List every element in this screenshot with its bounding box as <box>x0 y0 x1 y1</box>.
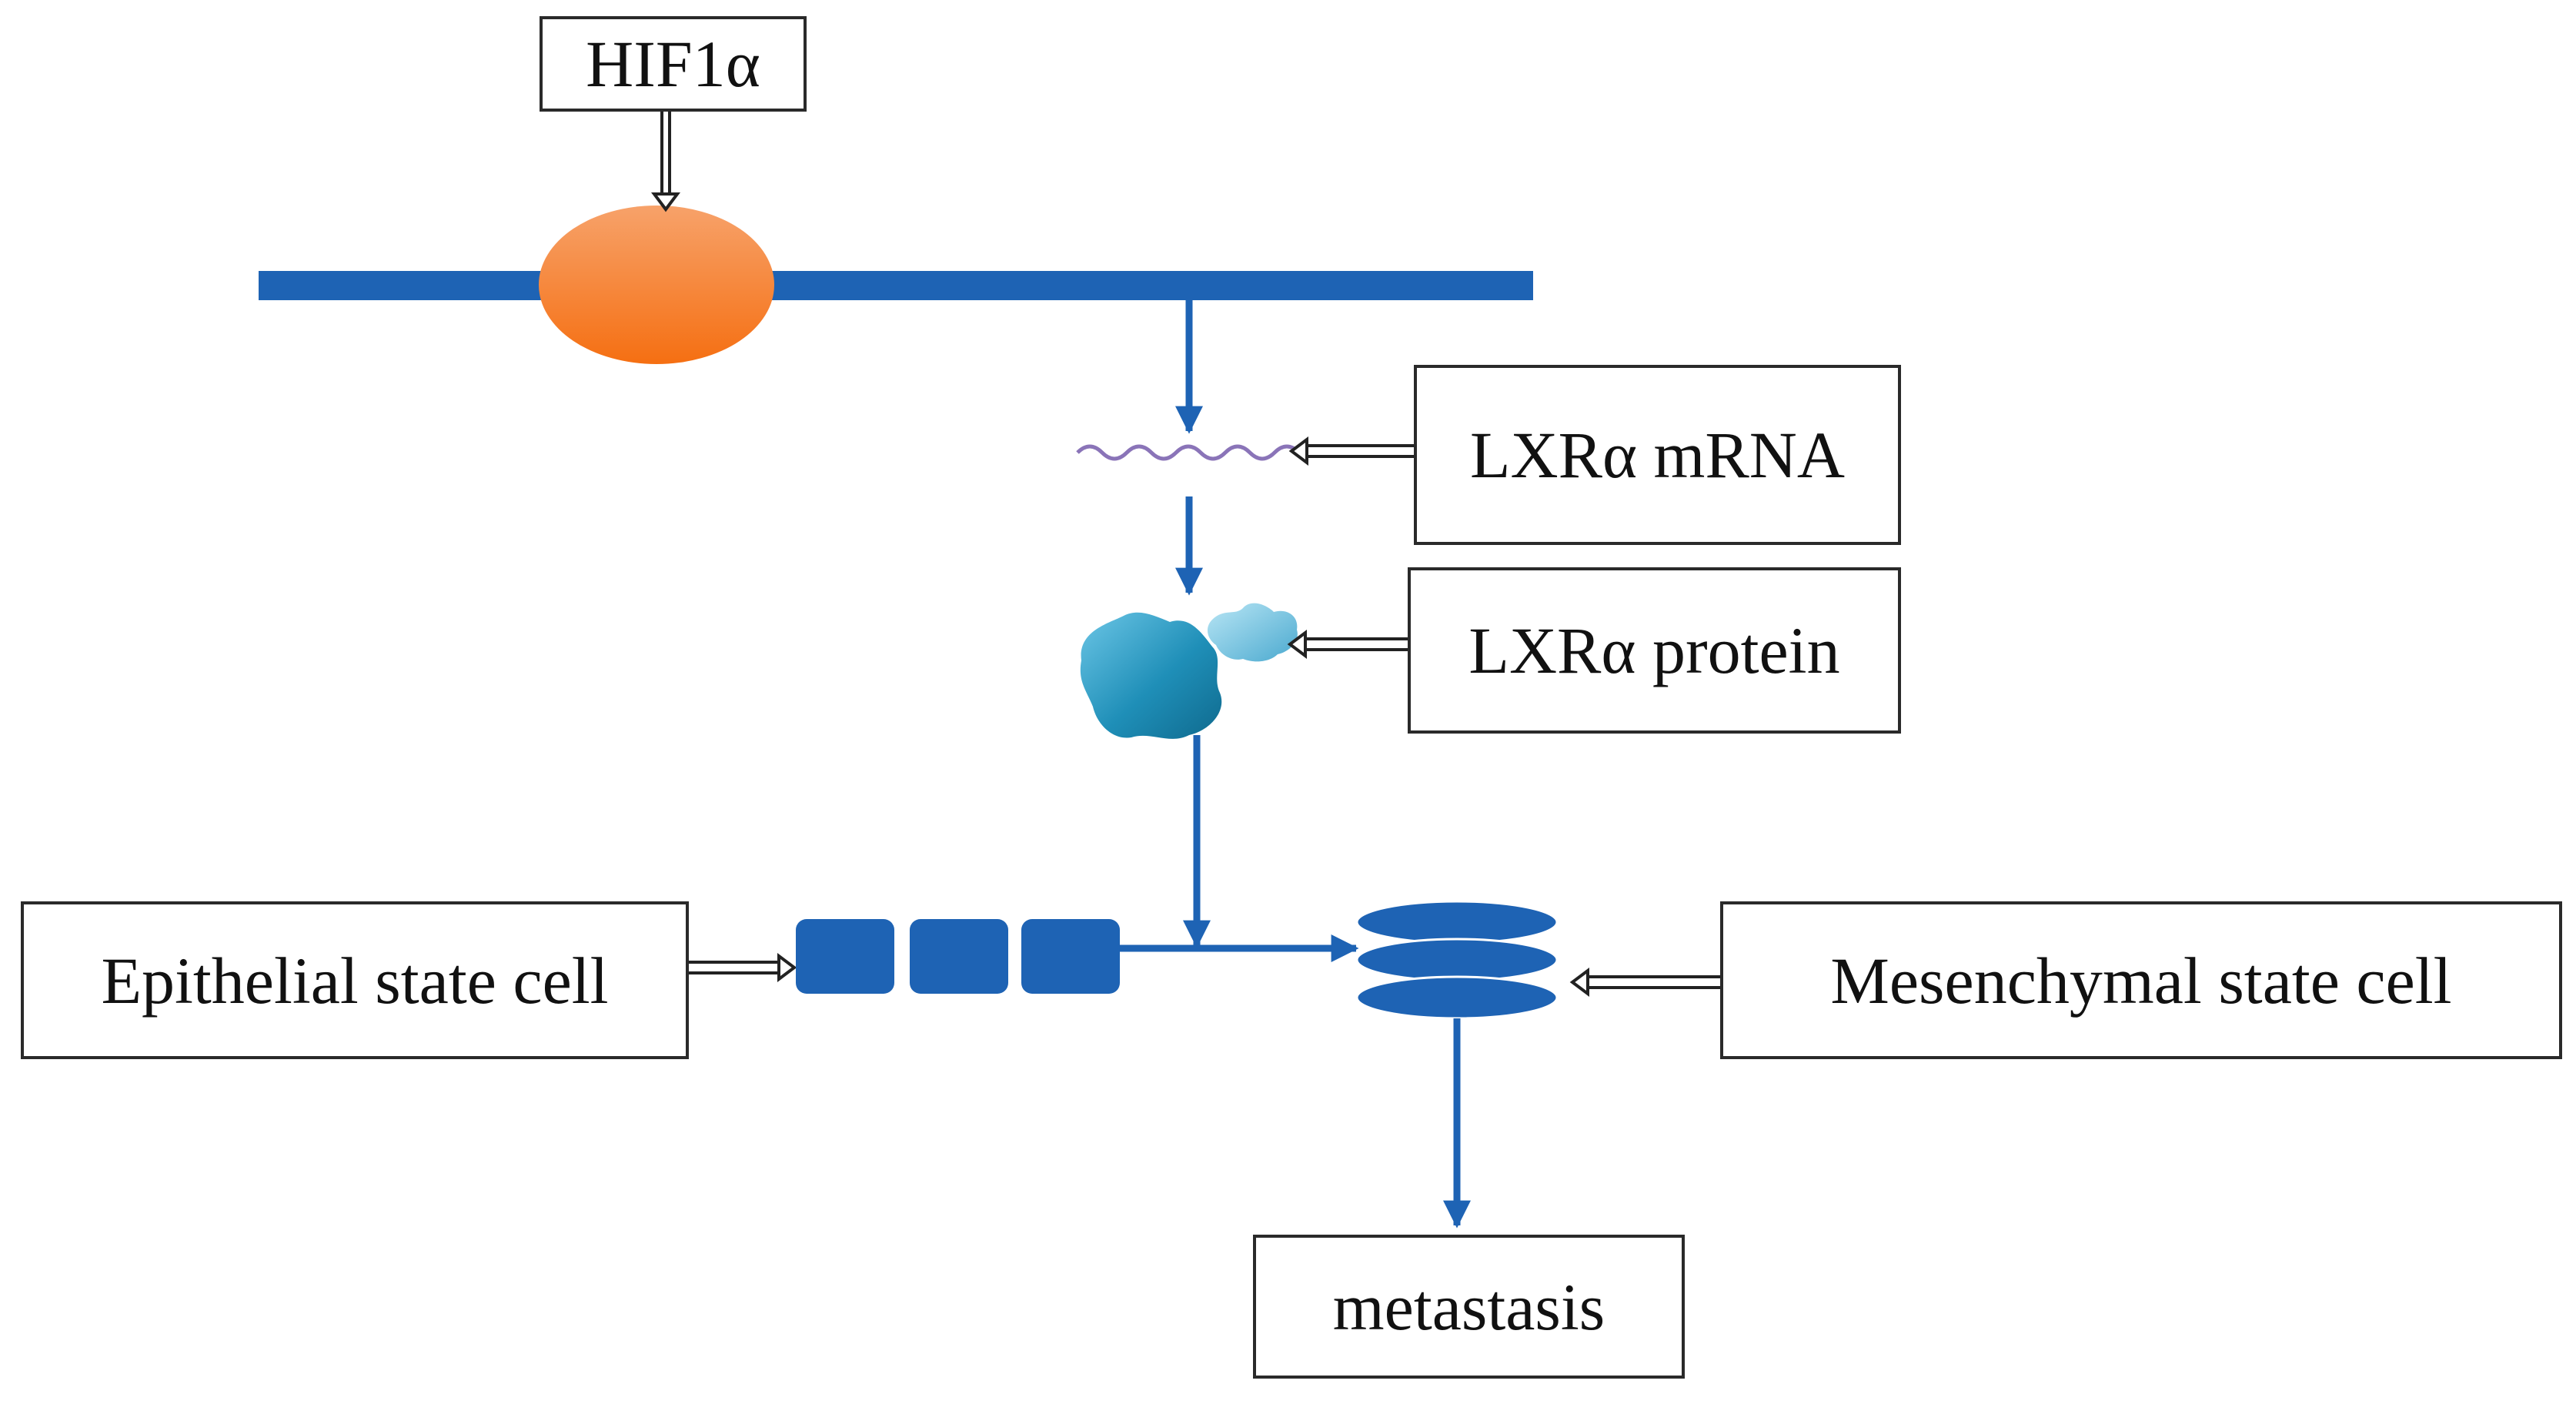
mesenchymal-ellipse <box>1355 975 1559 1020</box>
lxra-mrna-box: LXRα mRNA <box>1414 365 1901 545</box>
epithelial-label-arrow <box>689 953 797 982</box>
dna-strand <box>259 271 1533 300</box>
mesenchymal-state-label: Mesenchymal state cell <box>1830 943 2452 1018</box>
mrna-label-arrow <box>1288 436 1414 466</box>
epithelial-square <box>1021 919 1120 994</box>
hif-arrow <box>651 112 680 212</box>
epithelial-square <box>910 919 1008 994</box>
lxra-protein-box: LXRα protein <box>1408 567 1901 734</box>
metastasis-label: metastasis <box>1332 1269 1605 1344</box>
epithelial-state-box: Epithelial state cell <box>21 901 689 1059</box>
epithelial-state-label: Epithelial state cell <box>101 943 609 1018</box>
hif1a-box: HIF1α <box>540 16 807 112</box>
epithelial-square <box>796 919 894 994</box>
protein-label-arrow <box>1287 630 1408 659</box>
mesenchymal-glyph <box>1355 900 1559 1020</box>
hif1a-label: HIF1α <box>586 27 760 101</box>
protein-blob <box>1080 603 1298 739</box>
mrna-wave <box>1076 444 1301 461</box>
mesenchymal-state-box: Mesenchymal state cell <box>1720 901 2562 1059</box>
metastasis-box: metastasis <box>1253 1235 1685 1379</box>
mesenchymal-ellipse <box>1355 900 1559 944</box>
epithelial-glyph <box>796 919 1120 994</box>
mesenchymal-label-arrow <box>1569 968 1720 997</box>
lxra-mrna-label: LXRα mRNA <box>1469 418 1846 492</box>
mesenchymal-ellipse <box>1355 938 1559 982</box>
hif-binding-ellipse <box>539 206 774 364</box>
lxra-protein-label: LXRα protein <box>1468 613 1840 687</box>
